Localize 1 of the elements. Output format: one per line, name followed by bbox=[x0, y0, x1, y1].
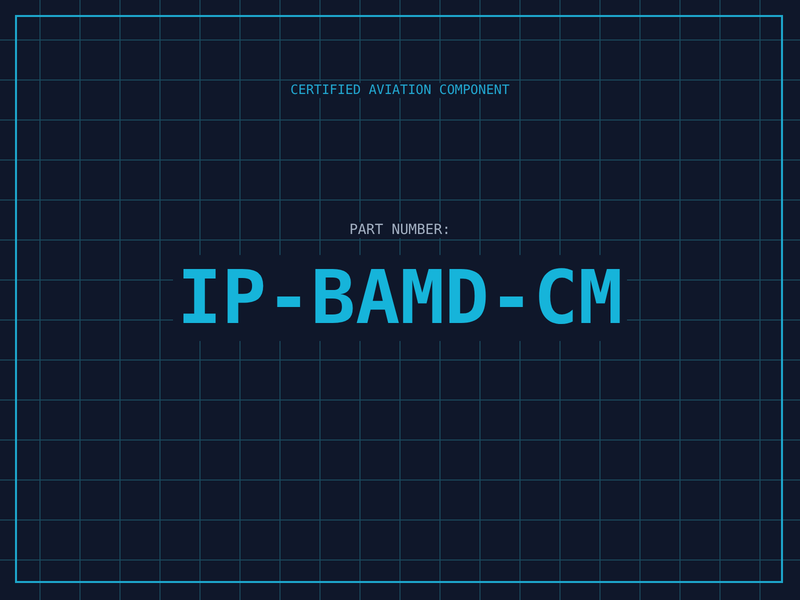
part-number: IP-BAMD-CM bbox=[173, 255, 627, 341]
